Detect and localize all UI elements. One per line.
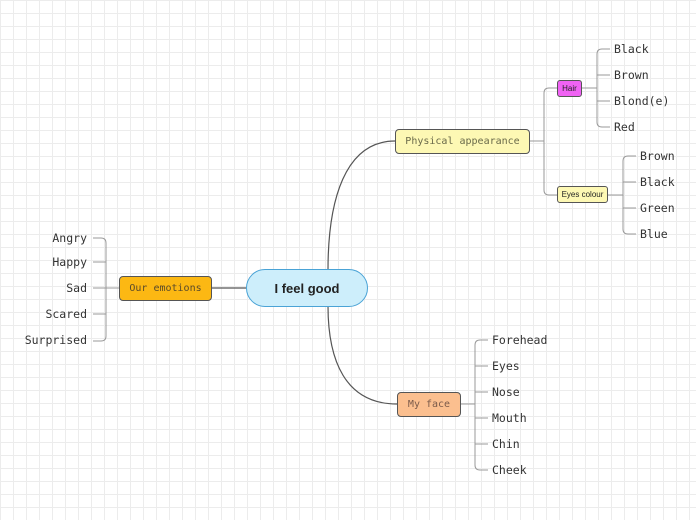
subtopic-eyes-colour[interactable]: Eyes colour [557, 186, 608, 203]
leaf-face-part[interactable]: Nose [492, 385, 520, 399]
leaf-emotion[interactable]: Surprised [24, 333, 87, 347]
leaf-eye-colour[interactable]: Black [640, 175, 675, 189]
leaf-hair[interactable]: Red [614, 120, 635, 134]
leaf-hair[interactable]: Brown [614, 68, 649, 82]
leaf-hair[interactable]: Blond(e) [614, 94, 670, 108]
link-root-face [327, 305, 398, 405]
link-root-physical [327, 140, 396, 271]
leaf-eye-colour[interactable]: Blue [640, 227, 668, 241]
central-topic-label: I feel good [274, 280, 340, 296]
leaf-emotion[interactable]: Scared [45, 307, 87, 321]
bracket-hair [582, 48, 610, 128]
leaf-emotion[interactable]: Sad [66, 281, 87, 295]
leaf-emotion[interactable]: Angry [52, 231, 87, 245]
leaf-face-part[interactable]: Eyes [492, 359, 520, 373]
subtopic-eyes-colour-label: Eyes colour [561, 190, 604, 199]
leaf-face-part[interactable]: Chin [492, 437, 520, 451]
leaf-hair[interactable]: Black [614, 42, 649, 56]
central-topic[interactable]: I feel good [246, 269, 368, 307]
subtopic-hair-label: Hair [562, 84, 577, 93]
topic-my-face[interactable]: My face [397, 392, 461, 417]
topic-physical-appearance-label: Physical appearance [405, 136, 520, 147]
topic-physical-appearance[interactable]: Physical appearance [395, 129, 530, 154]
bracket-face [461, 339, 488, 471]
leaf-face-part[interactable]: Cheek [492, 463, 527, 477]
bracket-emotions [93, 237, 119, 342]
bracket-eyes [608, 155, 636, 235]
topic-our-emotions[interactable]: Our emotions [119, 276, 212, 301]
leaf-face-part[interactable]: Mouth [492, 411, 527, 425]
subtopic-hair[interactable]: Hair [557, 80, 582, 97]
topic-our-emotions-label: Our emotions [129, 283, 202, 294]
leaf-emotion[interactable]: Happy [52, 255, 87, 269]
leaf-eye-colour[interactable]: Green [640, 201, 675, 215]
bracket-physical [530, 87, 557, 196]
leaf-face-part[interactable]: Forehead [492, 333, 548, 347]
topic-my-face-label: My face [407, 399, 451, 410]
leaf-eye-colour[interactable]: Brown [640, 149, 675, 163]
